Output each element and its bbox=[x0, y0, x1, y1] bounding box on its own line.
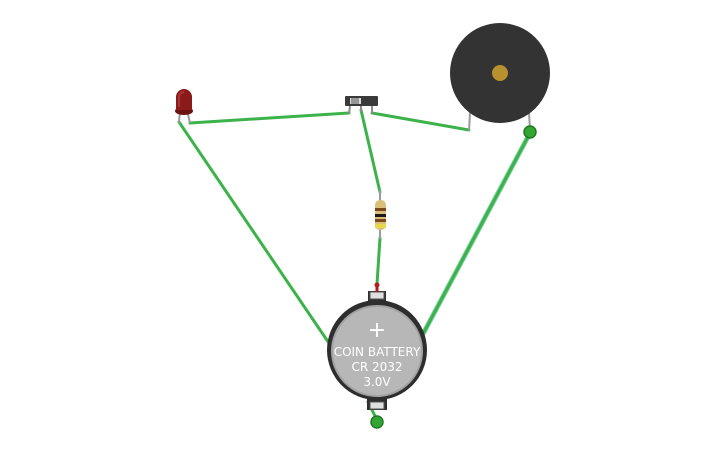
switch-body bbox=[345, 96, 378, 106]
resistor-band-3 bbox=[375, 219, 386, 222]
battery-positive-pin-tip bbox=[374, 282, 380, 288]
terminal-battery-bottom[interactable] bbox=[370, 415, 384, 429]
battery-plus-symbol: + bbox=[368, 318, 386, 343]
switch-slider-ridges bbox=[351, 98, 359, 104]
wire-led-to-switch[interactable] bbox=[188, 111, 351, 125]
led-highlight bbox=[178, 91, 185, 107]
battery-cell bbox=[332, 306, 422, 396]
wire-switch-to-buzzer[interactable] bbox=[370, 111, 471, 132]
resistor-band-4 bbox=[375, 224, 386, 228]
buzzer-center bbox=[492, 65, 508, 81]
coin-battery[interactable]: + COIN BATTERY CR 2032 3.0V bbox=[327, 282, 427, 411]
wire-switch-to-resistor[interactable] bbox=[359, 108, 382, 194]
battery-terminal-top bbox=[369, 291, 385, 300]
slide-switch[interactable] bbox=[345, 96, 378, 115]
wire-buzzer-to-battery[interactable] bbox=[421, 131, 532, 336]
resistor-band-2 bbox=[375, 214, 386, 217]
buzzer-leg-left bbox=[468, 111, 471, 132]
battery-label-line2: CR 2032 bbox=[351, 360, 402, 374]
battery-cell-edge bbox=[331, 305, 423, 397]
wire-resistor-to-battery[interactable] bbox=[375, 236, 382, 286]
terminal-buzzer[interactable] bbox=[523, 125, 537, 139]
battery-label-line3: 3.0V bbox=[363, 375, 391, 389]
piezo-buzzer[interactable] bbox=[450, 23, 550, 132]
switch-pin-left bbox=[348, 105, 351, 115]
red-led[interactable] bbox=[175, 89, 193, 124]
wire-led-to-battery[interactable] bbox=[177, 120, 337, 354]
resistor[interactable] bbox=[375, 190, 386, 239]
resistor-band-1 bbox=[375, 208, 386, 211]
wires bbox=[177, 108, 533, 422]
battery-label-line1: COIN BATTERY bbox=[334, 345, 421, 359]
battery-terminal-bottom bbox=[369, 401, 385, 410]
